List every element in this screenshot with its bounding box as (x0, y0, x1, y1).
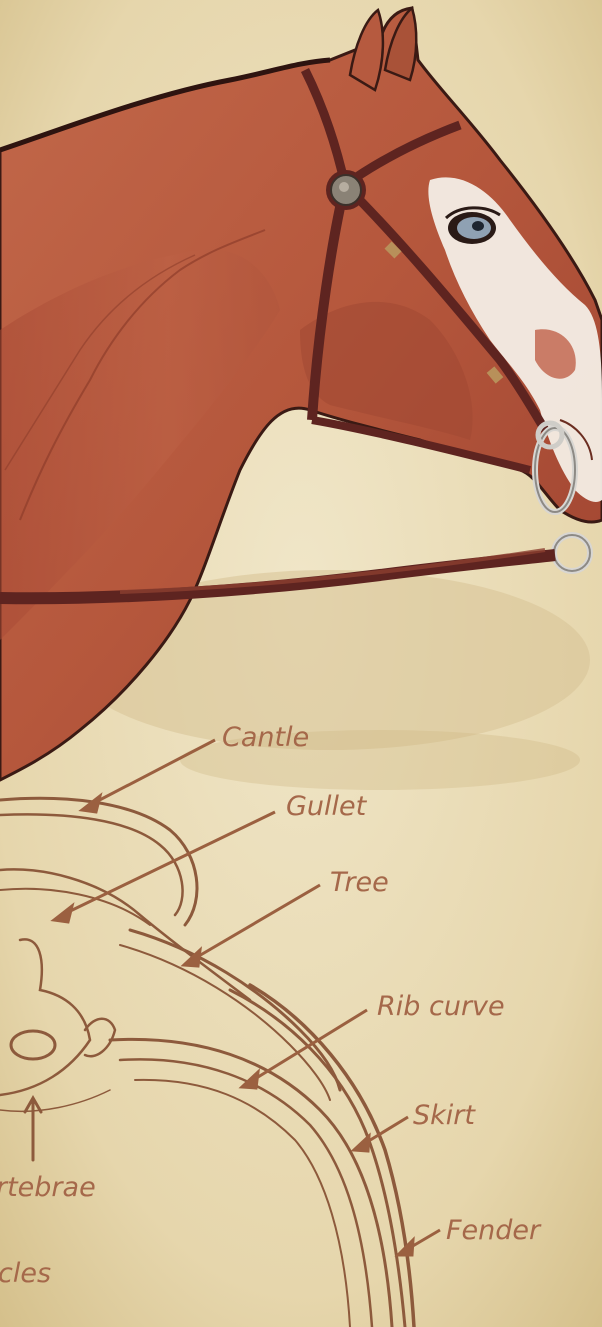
label-vertebrae: rtebrae (0, 1172, 96, 1203)
label-gullet: Gullet (286, 791, 368, 822)
bridle-rosette-icon (326, 170, 366, 210)
label-muscles: cles (0, 1258, 51, 1289)
label-skirt: Skirt (413, 1100, 476, 1131)
label-fender: Fender (446, 1215, 542, 1246)
label-cantle: Cantle (222, 722, 309, 753)
label-tree: Tree (330, 867, 389, 898)
label-rib-curve: Rib curve (377, 991, 505, 1022)
